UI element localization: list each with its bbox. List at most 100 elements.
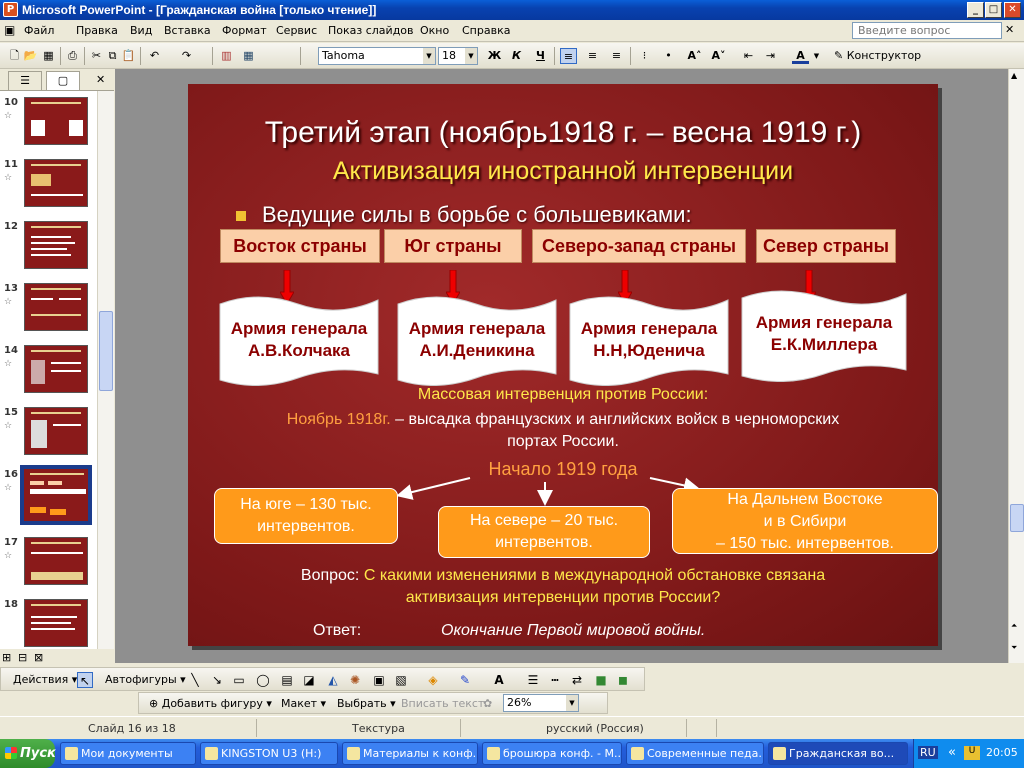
line-icon[interactable]: ╲ [191, 673, 199, 687]
start-button[interactable]: Пуск [0, 739, 56, 768]
actions-menu[interactable]: Действия ▾ [13, 673, 78, 686]
tray-expand-icon[interactable]: « [948, 745, 956, 760]
chevron-down-icon[interactable]: ▼ [423, 48, 435, 64]
paste-icon[interactable]: 📋 [121, 49, 136, 62]
designer-button[interactable]: ✎ Конструктор [834, 49, 922, 62]
wordart-icon[interactable]: ◪ [303, 673, 315, 687]
cut-icon[interactable]: ✂ [91, 49, 102, 62]
increase-indent-icon[interactable]: ⇥ [765, 49, 776, 62]
usb-icon[interactable]: U [964, 746, 980, 760]
dash-style-icon[interactable]: ┅ [551, 673, 559, 687]
close-button[interactable]: ✕ [1004, 2, 1021, 18]
zoom-combo[interactable]: 26% ▼ [503, 694, 579, 712]
decrease-indent-icon[interactable]: ⇤ [743, 49, 754, 62]
menu-view[interactable]: Вид [130, 24, 153, 37]
powerpoint-app-icon[interactable]: P [3, 2, 18, 17]
slide-thumbnail[interactable]: 13 ☆ [0, 283, 97, 345]
chevron-down-icon[interactable]: ▼ [566, 695, 578, 711]
undo-icon[interactable]: ↶ [149, 49, 160, 62]
new-icon[interactable]: 🗋 [10, 49, 19, 62]
menu-window[interactable]: Окно [420, 24, 450, 37]
arrow-style-icon[interactable]: ⇄ [571, 673, 583, 687]
slide-thumbnail[interactable]: 12 [0, 221, 97, 283]
image-icon[interactable]: ▧ [395, 673, 407, 687]
font-color-icon[interactable]: A [494, 673, 504, 687]
language-indicator[interactable]: RU [918, 746, 938, 759]
table-icon[interactable]: ▦ [243, 49, 254, 62]
align-right-icon[interactable]: ≡ [611, 49, 622, 62]
task-brochure[interactable]: брошюра конф. - M... [482, 742, 622, 765]
menu-format[interactable]: Формат [222, 24, 267, 37]
thumbnail-scrollbar[interactable] [97, 91, 114, 649]
font-color-button[interactable]: A [792, 48, 809, 64]
menu-edit[interactable]: Правка [76, 24, 118, 37]
scroll-up-icon[interactable]: ▲ [1011, 71, 1018, 80]
shadow-icon[interactable]: ■ [595, 673, 607, 687]
menu-help[interactable]: Справка [462, 24, 511, 37]
menu-file[interactable]: Файл [24, 24, 55, 37]
save-icon[interactable]: ▦ [43, 49, 54, 62]
font-name-combo[interactable]: Tahoma ▼ [318, 47, 436, 65]
format-icon[interactable]: ✿ [483, 697, 493, 710]
select-pointer-icon[interactable]: ↖ [77, 672, 93, 688]
slide-thumbnail[interactable]: 17 ☆ [0, 537, 97, 599]
bold-button[interactable]: Ж [487, 49, 502, 62]
minimize-button[interactable]: _ [967, 2, 984, 18]
slide-thumbnail[interactable]: 11 ☆ [0, 159, 97, 221]
prev-slide-icon[interactable]: ⏶ [1011, 621, 1018, 630]
next-slide-icon[interactable]: ⏷ [1011, 643, 1018, 652]
editor-scrollbar[interactable]: ▲ ⏶ ⏷ [1008, 69, 1024, 663]
task-powerpoint[interactable]: Гражданская во... [768, 742, 908, 765]
underline-button[interactable]: Ч [536, 49, 545, 62]
shrink-font-button[interactable]: A˅ [711, 49, 726, 62]
open-icon[interactable]: 📂 [23, 49, 38, 62]
slide-thumbnail[interactable]: 10 ☆ [0, 97, 97, 159]
doc-icon[interactable]: ▣ [4, 23, 16, 37]
tab-slides[interactable]: ▢ [46, 71, 80, 90]
clipart-icon[interactable]: ✺ [349, 673, 361, 687]
textbox-icon[interactable]: ▤ [281, 673, 293, 687]
redo-icon[interactable]: ↷ [181, 49, 192, 62]
align-center-icon[interactable]: ≡ [587, 49, 598, 62]
add-shape-button[interactable]: ⊕ Добавить фигуру ▾ [149, 697, 272, 710]
menu-insert[interactable]: Вставка [164, 24, 211, 37]
font-size-combo[interactable]: 18 ▼ [438, 47, 478, 65]
diagram-icon[interactable]: ◭ [328, 673, 338, 687]
maximize-button[interactable]: □ [985, 2, 1002, 18]
chevron-down-icon[interactable]: ▼ [813, 52, 820, 60]
oval-icon[interactable]: ◯ [256, 673, 270, 687]
grow-font-button[interactable]: A˄ [687, 49, 702, 62]
tab-outline[interactable]: ☰ [8, 71, 42, 90]
slide-canvas[interactable]: Третий этап (ноябрь1918 г. – весна 1919 … [188, 84, 938, 646]
menu-slideshow[interactable]: Показ слайдов [328, 24, 414, 37]
task-materials[interactable]: Материалы к конф... [342, 742, 478, 765]
chart-icon[interactable]: ▥ [221, 49, 232, 62]
arrow-icon[interactable]: ↘ [211, 673, 223, 687]
chevron-down-icon[interactable]: ▼ [465, 48, 477, 64]
italic-button[interactable]: К [512, 49, 521, 62]
bullet-list-icon[interactable]: • [665, 49, 672, 62]
layout-button[interactable]: Макет ▾ [281, 697, 327, 710]
print-icon[interactable]: ⎙ [68, 49, 77, 62]
slide-thumbnail[interactable]: 15 ☆ [0, 407, 97, 469]
slide-thumbnail[interactable]: 18 [0, 599, 97, 649]
ask-question-input[interactable]: Введите вопрос [852, 22, 1002, 39]
line-style-icon[interactable]: ☰ [527, 673, 539, 687]
rectangle-icon[interactable]: ▭ [233, 673, 245, 687]
panel-close-icon[interactable]: ✕ [96, 73, 106, 86]
numbered-list-icon[interactable]: ⁝ [642, 49, 647, 62]
slideshow-view-icon[interactable]: ⊠ [34, 651, 44, 664]
copy-icon[interactable]: ⧉ [108, 49, 117, 62]
task-modern[interactable]: Современные педа... [626, 742, 764, 765]
sorter-view-icon[interactable]: ⊟ [18, 651, 28, 664]
task-kingston[interactable]: KINGSTON U3 (H:) [200, 742, 338, 765]
align-left-icon[interactable]: ≡ [560, 48, 577, 64]
picture-icon[interactable]: ▣ [373, 673, 385, 687]
task-my-documents[interactable]: Мои документы [60, 742, 196, 765]
select-button[interactable]: Выбрать ▾ [337, 697, 396, 710]
fill-color-icon[interactable]: ◈ [428, 673, 438, 687]
normal-view-icon[interactable]: ⊞ [2, 651, 12, 664]
fit-text-button[interactable]: Вписать текст [401, 697, 485, 710]
slide-thumbnail-selected[interactable]: 16 ☆ [0, 465, 97, 531]
line-color-icon[interactable]: ✎ [459, 673, 471, 687]
